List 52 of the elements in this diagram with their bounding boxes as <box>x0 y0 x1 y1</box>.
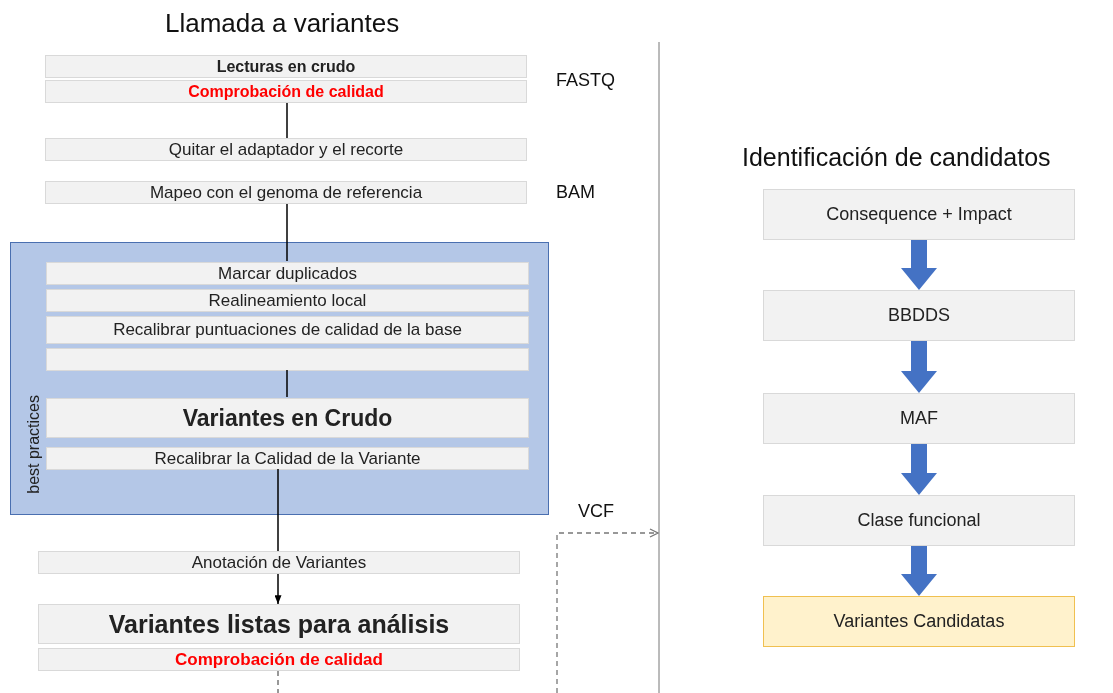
box-label: Marcar duplicados <box>218 263 357 284</box>
box-label: Variantes Candidatas <box>833 611 1005 632</box>
process-box <box>46 262 529 285</box>
box-label: Variantes listas para análisis <box>108 609 450 639</box>
box-label: MAF <box>900 408 938 429</box>
connector-line <box>286 203 288 262</box>
process-box <box>38 551 520 574</box>
box-label: Recalibrar puntuaciones de calidad de la base <box>113 320 462 340</box>
process-box <box>45 55 527 78</box>
process-box <box>763 189 1075 240</box>
process-box <box>763 596 1075 647</box>
box-label: Lecturas en crudo <box>216 57 356 76</box>
section-heading: Identificación de candidatos <box>742 143 1051 172</box>
process-box <box>46 398 529 438</box>
box-label: Recalibrar la Calidad de la Variante <box>154 448 421 469</box>
box-label: Clase funcional <box>857 510 981 531</box>
process-box <box>38 604 520 644</box>
connector-line <box>286 369 288 398</box>
process-box <box>45 80 527 103</box>
box-label: BBDDS <box>888 305 950 326</box>
arrow <box>901 240 937 290</box>
arrow <box>274 573 282 605</box>
connector-line <box>277 670 279 693</box>
process-box <box>45 181 527 204</box>
process-box <box>46 289 529 312</box>
connector-line <box>277 468 279 552</box>
box-label: Mapeo con el genoma de referencia <box>149 182 423 203</box>
group-panel <box>10 242 549 515</box>
arrow <box>901 546 937 596</box>
diagram-title: Llamada a variantes <box>165 8 400 39</box>
connector-line <box>286 102 288 139</box>
process-box <box>763 495 1075 546</box>
process-box <box>46 316 529 344</box>
box-label: Anotación de Variantes <box>191 552 367 573</box>
arrow <box>901 444 937 495</box>
process-box <box>38 648 520 671</box>
process-box <box>46 447 529 470</box>
format-label: FASTQ <box>556 70 615 91</box>
box-label: Quitar el adaptador y el recorte <box>168 139 404 160</box>
arrow <box>901 341 937 393</box>
box-label: Realineamiento local <box>208 290 367 311</box>
format-label: VCF <box>578 501 614 522</box>
box-label: Comprobación de calidad <box>188 82 384 101</box>
panel-label: best practices <box>25 395 43 494</box>
box-label: Variantes en Crudo <box>182 404 393 432</box>
process-box <box>763 290 1075 341</box>
empty-box <box>46 348 529 371</box>
process-box <box>763 393 1075 444</box>
process-box <box>45 138 527 161</box>
format-label: BAM <box>556 182 595 203</box>
box-label: Consequence + Impact <box>826 204 1012 225</box>
box-label: Comprobación de calidad <box>175 649 383 670</box>
